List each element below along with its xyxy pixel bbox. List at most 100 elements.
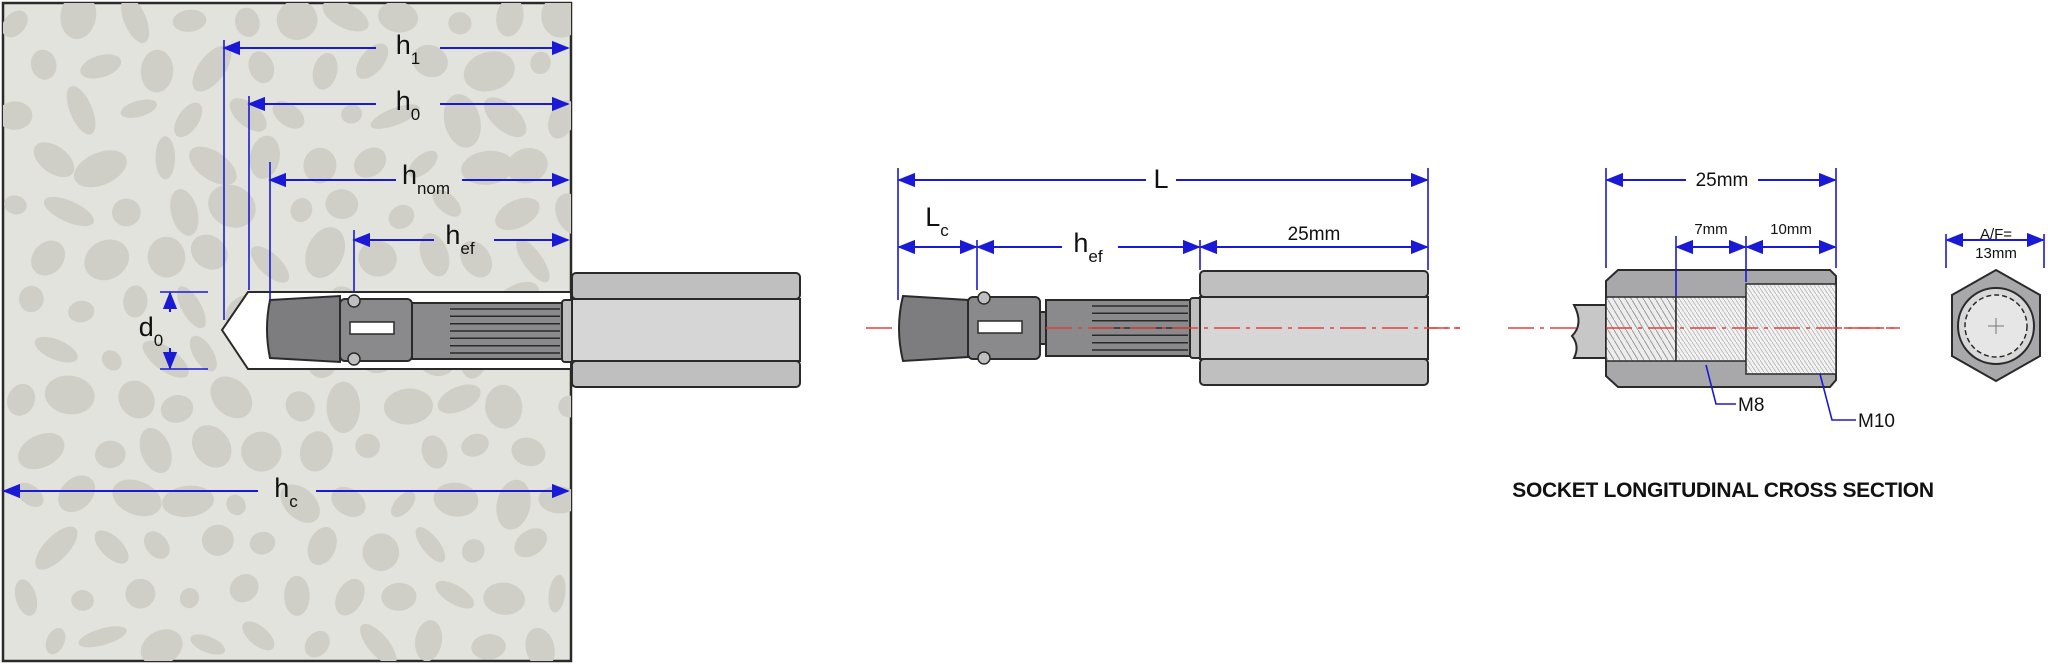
- aggregate-stone: [33, 142, 75, 178]
- aggregate-stone: [45, 627, 66, 655]
- installed-anchor: [266, 272, 801, 388]
- aggregate-stone: [78, 626, 127, 648]
- aggregate-stone: [112, 198, 141, 227]
- m8-label: M8: [1738, 395, 1764, 416]
- aggregate-stone: [460, 240, 493, 278]
- m10-label: M10: [1858, 411, 1895, 432]
- free-anchor-cone: [898, 294, 969, 363]
- aggregate-stone: [530, 51, 551, 75]
- aggregate-stone: [419, 233, 450, 277]
- free-socket-top-flat: [1199, 270, 1429, 298]
- aggregate-stone: [463, 51, 515, 92]
- Lc-label: Lc: [925, 202, 949, 240]
- hc-label: hc: [274, 473, 298, 511]
- aggregate-stone: [484, 97, 527, 138]
- aggregate-stone: [172, 9, 207, 32]
- aggregate-stone: [3, 101, 33, 130]
- aggregate-stone: [60, 3, 97, 40]
- aggregate-stone: [191, 425, 232, 468]
- aggregate-stone: [71, 589, 94, 611]
- aggregate-stone: [558, 395, 571, 418]
- installed-anchor-cone: [266, 294, 341, 364]
- L-label: L: [1153, 164, 1168, 194]
- aggregate-stone: [276, 3, 318, 40]
- aggregate-stone: [16, 482, 44, 507]
- free-anchor: [866, 270, 1460, 386]
- section-m10-length-label: 10mm: [1770, 221, 1812, 238]
- section-m8-bolt-thread: [1605, 296, 1677, 362]
- aggregate-stone: [120, 99, 158, 118]
- aggregate-stone: [421, 435, 448, 469]
- aggregate-stone: [249, 531, 276, 555]
- aggregate-stone: [118, 380, 155, 419]
- aggregate-stone: [249, 135, 280, 179]
- aggregate-stone: [121, 3, 150, 44]
- aggregate-stone: [555, 193, 571, 235]
- aggregate-stone: [162, 485, 214, 517]
- aggregate-stone: [43, 196, 94, 227]
- aggregate-stone: [14, 579, 38, 616]
- aggregate-stone: [44, 375, 95, 415]
- aggregate-stone: [443, 94, 481, 148]
- free-anchor-rivet-top: [977, 291, 991, 305]
- aggregate-stone: [123, 285, 148, 318]
- aggregate-stone: [58, 475, 96, 513]
- aggregate-stone: [303, 147, 337, 184]
- aggregate-stone: [95, 440, 126, 469]
- installation-dimensions: h1 h0 hnom hef d0 hc: [2, 30, 570, 511]
- section-bolt-stub: [1570, 304, 1611, 359]
- aggregate-stone: [370, 104, 420, 129]
- aggregate-stone: [125, 578, 156, 609]
- aggregate-stone: [415, 527, 446, 563]
- section-m8-bore: [1675, 296, 1747, 362]
- aggregate-stone: [381, 582, 417, 611]
- free-hef-label: hef: [1073, 228, 1102, 266]
- aggregate-stone: [3, 10, 28, 38]
- aggregate-stone: [437, 384, 481, 414]
- aggregate-stone: [496, 3, 524, 37]
- aggregate-stone: [326, 381, 361, 433]
- section-m8-length-label: 7mm: [1694, 221, 1727, 238]
- h1-label: h1: [396, 30, 421, 68]
- installed-anchor-rivet-bottom: [347, 352, 361, 366]
- aggregate-stone: [68, 300, 95, 323]
- aggregate-stone: [383, 388, 433, 425]
- aggregate-stone: [143, 531, 170, 559]
- installed-socket-bottom-flat: [571, 360, 801, 388]
- hnom-label: hnom: [402, 160, 450, 198]
- aggregate-stone: [331, 486, 366, 517]
- aggregate-stone: [235, 7, 260, 37]
- aggregate-stone: [176, 286, 206, 329]
- aggregate-stone: [354, 147, 387, 178]
- aggregate-stone: [66, 86, 96, 135]
- aggregate-stone: [140, 49, 174, 93]
- hex-af-label-line2: 13mm: [1975, 245, 2017, 262]
- aggregate-stone: [208, 184, 256, 228]
- section-title: SOCKET LONGITUDINAL CROSS SECTION: [1512, 479, 1933, 502]
- installed-socket-middle-flat: [571, 298, 801, 362]
- aggregate-stone: [280, 484, 320, 523]
- aggregate-stone: [496, 479, 531, 530]
- aggregate-stone: [190, 634, 226, 655]
- free-socket-bottom-flat: [1199, 358, 1429, 386]
- free-anchor-ribs: [1092, 305, 1188, 351]
- hex-end-view: A/F= 13mm: [1945, 226, 2045, 383]
- aggregate-stone: [506, 147, 548, 184]
- aggregate-stone: [189, 335, 217, 372]
- aggregate-stone: [242, 621, 275, 651]
- section-total-label: 25mm: [1696, 170, 1749, 191]
- h0-label: h0: [396, 86, 421, 124]
- aggregate-stone: [516, 238, 550, 283]
- aggregate-stone: [391, 491, 416, 518]
- socket-cross-section: 25mm 7mm 10mm M8 M10 SOCKET LONGITUDINAL…: [1508, 168, 1934, 502]
- aggregate-stone: [408, 150, 438, 178]
- aggregate-stone: [548, 574, 566, 613]
- aggregate-stone: [190, 234, 228, 270]
- aggregate-stone: [139, 427, 172, 474]
- aggregate-stone: [461, 150, 514, 185]
- aggregate-stone: [305, 227, 346, 278]
- aggregate-stone: [272, 101, 305, 129]
- free-anchor-rivet-bottom: [977, 351, 991, 365]
- aggregate-stone: [4, 195, 27, 215]
- aggregate-stone: [325, 189, 359, 220]
